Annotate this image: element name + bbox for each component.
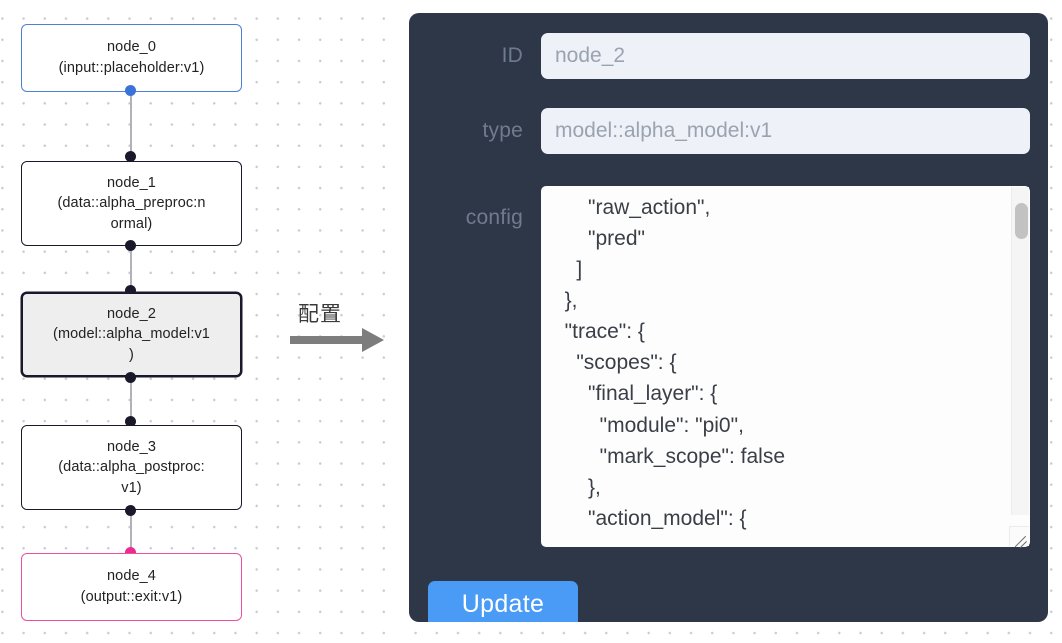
edge-node2-node3: [130, 374, 132, 422]
handle-node1-target[interactable]: [125, 151, 136, 162]
id-input[interactable]: [541, 33, 1030, 79]
graph-node-label: node_2 (model::alpha_model:v1 ): [53, 305, 210, 363]
resize-handle-icon[interactable]: [1009, 526, 1029, 546]
id-field-label: ID: [501, 44, 523, 67]
transition-label: 配置: [298, 302, 342, 326]
type-field-row: type: [431, 108, 1030, 154]
edge-node0-node1: [130, 90, 132, 162]
handle-node1-source[interactable]: [125, 240, 136, 251]
graph-node-node_4[interactable]: node_4 (output::exit:v1): [21, 553, 242, 621]
graph-node-label: node_3 (data::alpha_postproc: v1): [58, 438, 205, 496]
graph-node-node_2[interactable]: node_2 (model::alpha_model:v1 ): [21, 292, 242, 377]
type-input[interactable]: [541, 108, 1030, 154]
handle-node2-source[interactable]: [125, 372, 136, 383]
type-field-label: type: [482, 119, 523, 142]
right-arrow-icon: [290, 336, 366, 344]
graph-canvas[interactable]: node_0 (input::placeholder:v1) node_1 (d…: [0, 0, 400, 643]
handle-node3-target[interactable]: [125, 416, 136, 427]
update-button[interactable]: Update: [428, 581, 578, 622]
graph-node-label: node_1 (data::alpha_preproc:n ormal): [57, 174, 206, 232]
graph-node-node_0[interactable]: node_0 (input::placeholder:v1): [21, 24, 242, 92]
transition-annotation: 配置: [288, 298, 396, 368]
edge-node3-node4: [130, 507, 132, 552]
graph-node-label: node_4 (output::exit:v1): [80, 568, 183, 605]
graph-node-label: node_0 (input::placeholder:v1): [58, 39, 205, 76]
graph-node-node_3[interactable]: node_3 (data::alpha_postproc: v1): [21, 425, 242, 510]
config-textarea[interactable]: "raw_action", "pred" ] }, "trace": { "sc…: [541, 186, 1030, 547]
id-field-row: ID: [431, 33, 1030, 79]
right-arrow-head-icon: [362, 328, 384, 352]
handle-node3-source[interactable]: [125, 505, 136, 516]
config-scrollbar[interactable]: [1011, 187, 1029, 515]
config-textarea-wrapper: "raw_action", "pred" ] }, "trace": { "sc…: [541, 186, 1030, 547]
config-scrollbar-thumb[interactable]: [1015, 203, 1028, 239]
handle-node4-target[interactable]: [125, 547, 136, 558]
config-field-label: config: [465, 206, 523, 229]
node-config-panel: ID type config "raw_action", "pred" ] },…: [409, 13, 1048, 622]
handle-node0-source[interactable]: [125, 85, 136, 96]
handle-node2-target[interactable]: [125, 285, 136, 296]
edge-node1-node2: [130, 242, 132, 292]
config-field-row: config "raw_action", "pred" ] }, "trace"…: [431, 186, 1030, 547]
graph-node-node_1[interactable]: node_1 (data::alpha_preproc:n ormal): [21, 161, 242, 246]
